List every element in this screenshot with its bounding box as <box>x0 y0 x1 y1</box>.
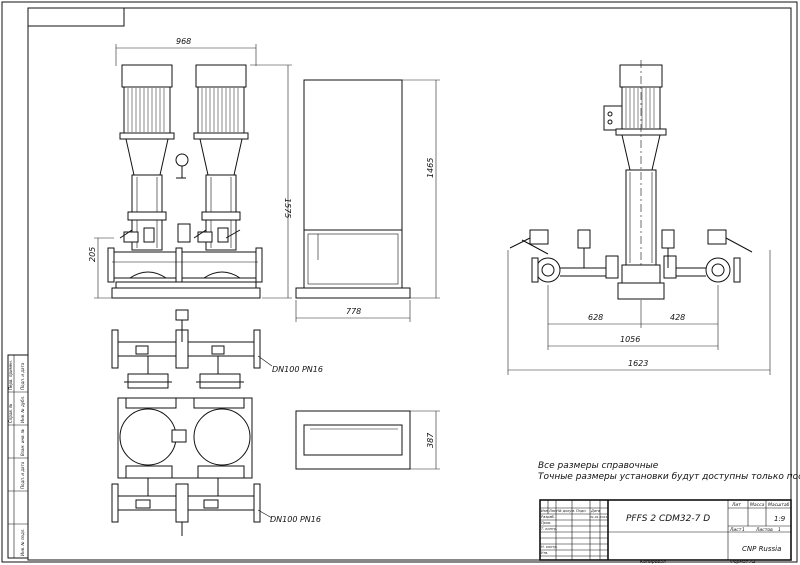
stamp-cell-4: Инв. № дубл. <box>20 396 25 423</box>
dim-side-flange: 1056 <box>620 335 640 344</box>
drawing-designation: PFFS 2 CDM32-7 D <box>626 514 710 524</box>
dim-side-left: 628 <box>588 313 603 322</box>
plan-view: DN100 PN16 DN100 PN16 <box>111 309 323 536</box>
dim-width-front: 968 <box>176 37 191 46</box>
col-izm: Изм <box>541 509 548 513</box>
stamp-cell-2: Справ. № <box>8 404 13 423</box>
mass-header: Масса <box>750 502 765 508</box>
front-view: 968 <box>88 37 292 299</box>
callout-upper-flange: DN100 PN16 <box>272 365 323 374</box>
side-view: 628 428 1056 1623 <box>507 60 771 375</box>
small-date: 01.01.2024 <box>590 515 607 519</box>
dim-height-manifold: 205 <box>88 247 97 262</box>
col-list: Лист <box>548 509 559 513</box>
row-tkontr: Т. контр. <box>541 527 557 531</box>
title-block: Изм Лист № докум. Подп. Дата Разраб. Про… <box>539 499 792 561</box>
callout-lower-flange: DN100 PN16 <box>270 515 321 524</box>
col-date: Дата <box>590 509 600 513</box>
company-name: CNP Russia <box>742 545 781 553</box>
sheets-label: Листов <box>755 527 773 533</box>
dim-cabinet-width: 778 <box>346 307 361 316</box>
cabinet-view: 1465 778 <box>295 79 440 322</box>
lit-header: Лит <box>731 502 741 508</box>
row-razrab: Разраб. <box>541 515 555 519</box>
top-left-box <box>27 7 125 27</box>
scale-header: Масштаб <box>768 502 790 508</box>
dim-height-cabinet: 1465 <box>426 158 435 178</box>
sheets-value: 1 <box>778 527 781 533</box>
stamp-cell-7: Инв. № подл. <box>20 528 25 556</box>
footer-copied: Копировал <box>640 559 666 565</box>
note-line-2: Точные размеры установки будут доступны … <box>538 472 800 482</box>
row-prov: Пров. <box>541 521 551 525</box>
stamp-cell-6: Подп. и дата <box>20 461 25 489</box>
row-nkontr: Н. контр. <box>541 545 558 549</box>
scale-value: 1:9 <box>774 515 786 523</box>
dim-height-total: 1575 <box>283 198 292 218</box>
sheet-value: 1 <box>742 527 745 533</box>
dim-side-total: 1623 <box>628 359 648 368</box>
row-utv: Утв. <box>541 551 548 555</box>
stamp-cell-5: Взам. инв. № <box>20 429 25 456</box>
footer-format: Формат A2 <box>730 559 756 565</box>
note-line-1: Все размеры справочные <box>538 461 659 471</box>
cabinet-plan: 387 <box>295 410 440 470</box>
col-doc: № докум. <box>557 509 575 513</box>
sheet-label: Лист <box>729 527 742 533</box>
dim-plan-depth: 387 <box>426 432 435 448</box>
inner-frame <box>27 7 792 561</box>
col-sign: Подп. <box>576 509 587 513</box>
stamp-cell-3: Подп. и дата <box>20 362 25 390</box>
stamp-cell-1: Перв. примен. <box>8 360 13 390</box>
side-stamp: Перв. примен. Справ. № Подп. и дата Инв.… <box>7 354 29 559</box>
dim-side-right: 428 <box>670 313 685 322</box>
